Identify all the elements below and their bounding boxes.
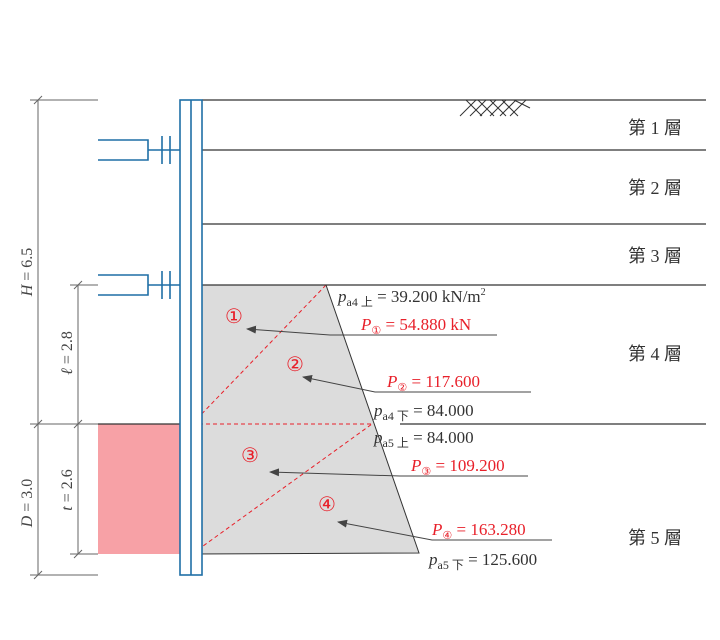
layer-5-label: 第 5 層	[628, 528, 682, 548]
strut-lower	[98, 271, 180, 299]
force-1-label: P① = 54.880 kN	[360, 315, 471, 337]
force-2-label: P② = 117.600	[386, 372, 480, 394]
pa4-bot-label: pa4 下 = 84.000	[373, 401, 474, 423]
layer-3-label: 第 3 層	[628, 246, 682, 266]
layer-labels: 第 1 層 第 2 層 第 3 層 第 4 層 第 5 層	[628, 118, 682, 548]
force-3-label: P③ = 109.200	[410, 456, 505, 478]
area-mark-1: ①	[225, 306, 243, 328]
leader-1	[246, 325, 497, 336]
pa5-bot-label: pa5 下 = 125.600	[428, 550, 537, 572]
layer-4-label: 第 4 層	[628, 344, 682, 364]
dim-D-label: D = 3.0	[19, 479, 36, 529]
dim-t-label: t = 2.6	[59, 469, 76, 510]
strut-upper	[98, 136, 180, 164]
force-leaders	[246, 325, 552, 541]
layer-2-label: 第 2 層	[628, 178, 682, 198]
pa4-top-label: pa4 上 = 39.200 kN/m2	[337, 287, 486, 309]
leader-4	[337, 519, 552, 541]
dim-H-label: H = 6.5	[19, 248, 36, 298]
layer-1-label: 第 1 層	[628, 118, 682, 138]
area-mark-2: ②	[286, 354, 304, 376]
leader-2	[302, 374, 531, 393]
layer-boundaries	[98, 99, 706, 425]
ground-surface-symbol	[459, 99, 531, 117]
passive-zone	[98, 424, 180, 554]
pa5-top-label: pa5 上 = 84.000	[373, 428, 474, 450]
area-mark-4: ④	[318, 494, 336, 516]
dim-l-label: ℓ = 2.8	[59, 331, 76, 375]
division-lines	[191, 284, 373, 555]
area-mark-3: ③	[241, 445, 259, 467]
force-4-label: P④ = 163.280	[431, 520, 526, 542]
leader-3	[269, 468, 528, 477]
area-marks: ① ② ③ ④	[225, 306, 336, 516]
dimension-lines	[30, 95, 98, 580]
retaining-wall	[179, 99, 203, 576]
